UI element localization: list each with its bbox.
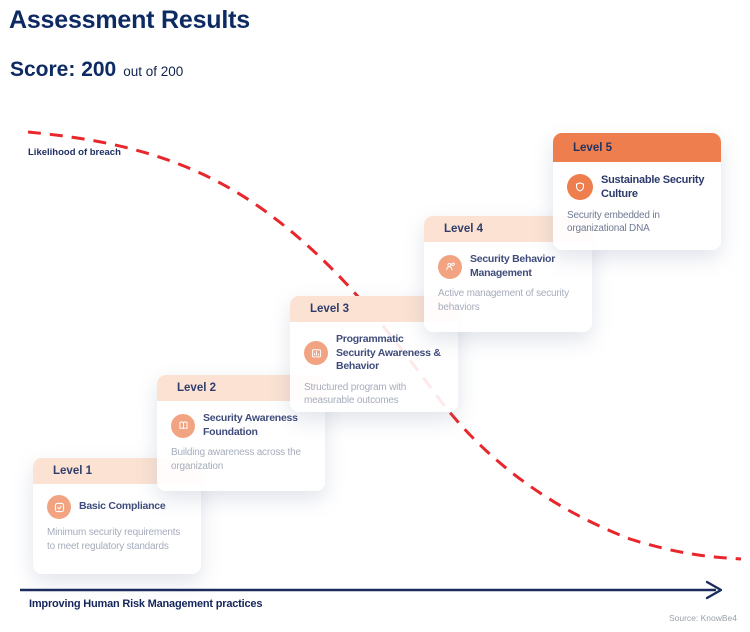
shield-icon bbox=[567, 174, 593, 201]
level-3-title: Programmatic Security Awareness & Behavi… bbox=[336, 333, 441, 373]
level-2-title: Security Awareness Foundation bbox=[203, 412, 298, 438]
level-4-description: Active management of security behaviors bbox=[438, 288, 569, 313]
open-book-icon bbox=[171, 413, 195, 438]
level-1-description: Minimum security requirements to meet re… bbox=[47, 527, 181, 552]
level-5-body: Sustainable Security Culture Security em… bbox=[553, 162, 721, 246]
level-3-body: Programmatic Security Awareness & Behavi… bbox=[290, 322, 458, 418]
level-1-title: Basic Compliance bbox=[79, 500, 166, 513]
level-5-title: Sustainable Security Culture bbox=[601, 174, 705, 201]
page-title: Assessment Results bbox=[9, 6, 250, 34]
score-label: Score: bbox=[10, 58, 76, 81]
curve-label: Likelihood of breach bbox=[28, 147, 121, 158]
source-note: Source: KnowBe4 bbox=[668, 613, 737, 623]
level-1-body: Basic Compliance Minimum security requir… bbox=[33, 484, 201, 563]
score-line: Score: 200 out of 200 bbox=[10, 58, 183, 82]
level-4-title: Security Behavior Management bbox=[470, 253, 556, 279]
level-3-description: Structured program with measurable outco… bbox=[304, 381, 407, 407]
score-value: Score: 200 bbox=[10, 58, 116, 82]
chart-board-icon bbox=[304, 341, 328, 366]
level-5-card: Level 5 Sustainable Security Culture Sec… bbox=[553, 133, 721, 250]
level-2-body: Security Awareness Foundation Building a… bbox=[157, 401, 325, 483]
level-4-body: Security Behavior Management Active mana… bbox=[424, 242, 592, 324]
user-gear-icon bbox=[438, 254, 462, 279]
score-number: 200 bbox=[81, 58, 117, 81]
x-axis-arrow bbox=[20, 580, 723, 600]
level-3-card: Level 3 Programmatic Security Awareness … bbox=[290, 296, 458, 412]
level-2-description: Building awareness across the organizati… bbox=[171, 447, 301, 472]
level-5-description: Security embedded in organizational DNA bbox=[567, 209, 660, 235]
x-axis-label: Improving Human Risk Management practice… bbox=[29, 598, 263, 610]
likelihood-curve-path bbox=[27, 130, 742, 561]
level-5-header: Level 5 bbox=[553, 133, 721, 162]
check-square-icon bbox=[47, 495, 71, 519]
score-suffix: out of 200 bbox=[123, 64, 184, 79]
